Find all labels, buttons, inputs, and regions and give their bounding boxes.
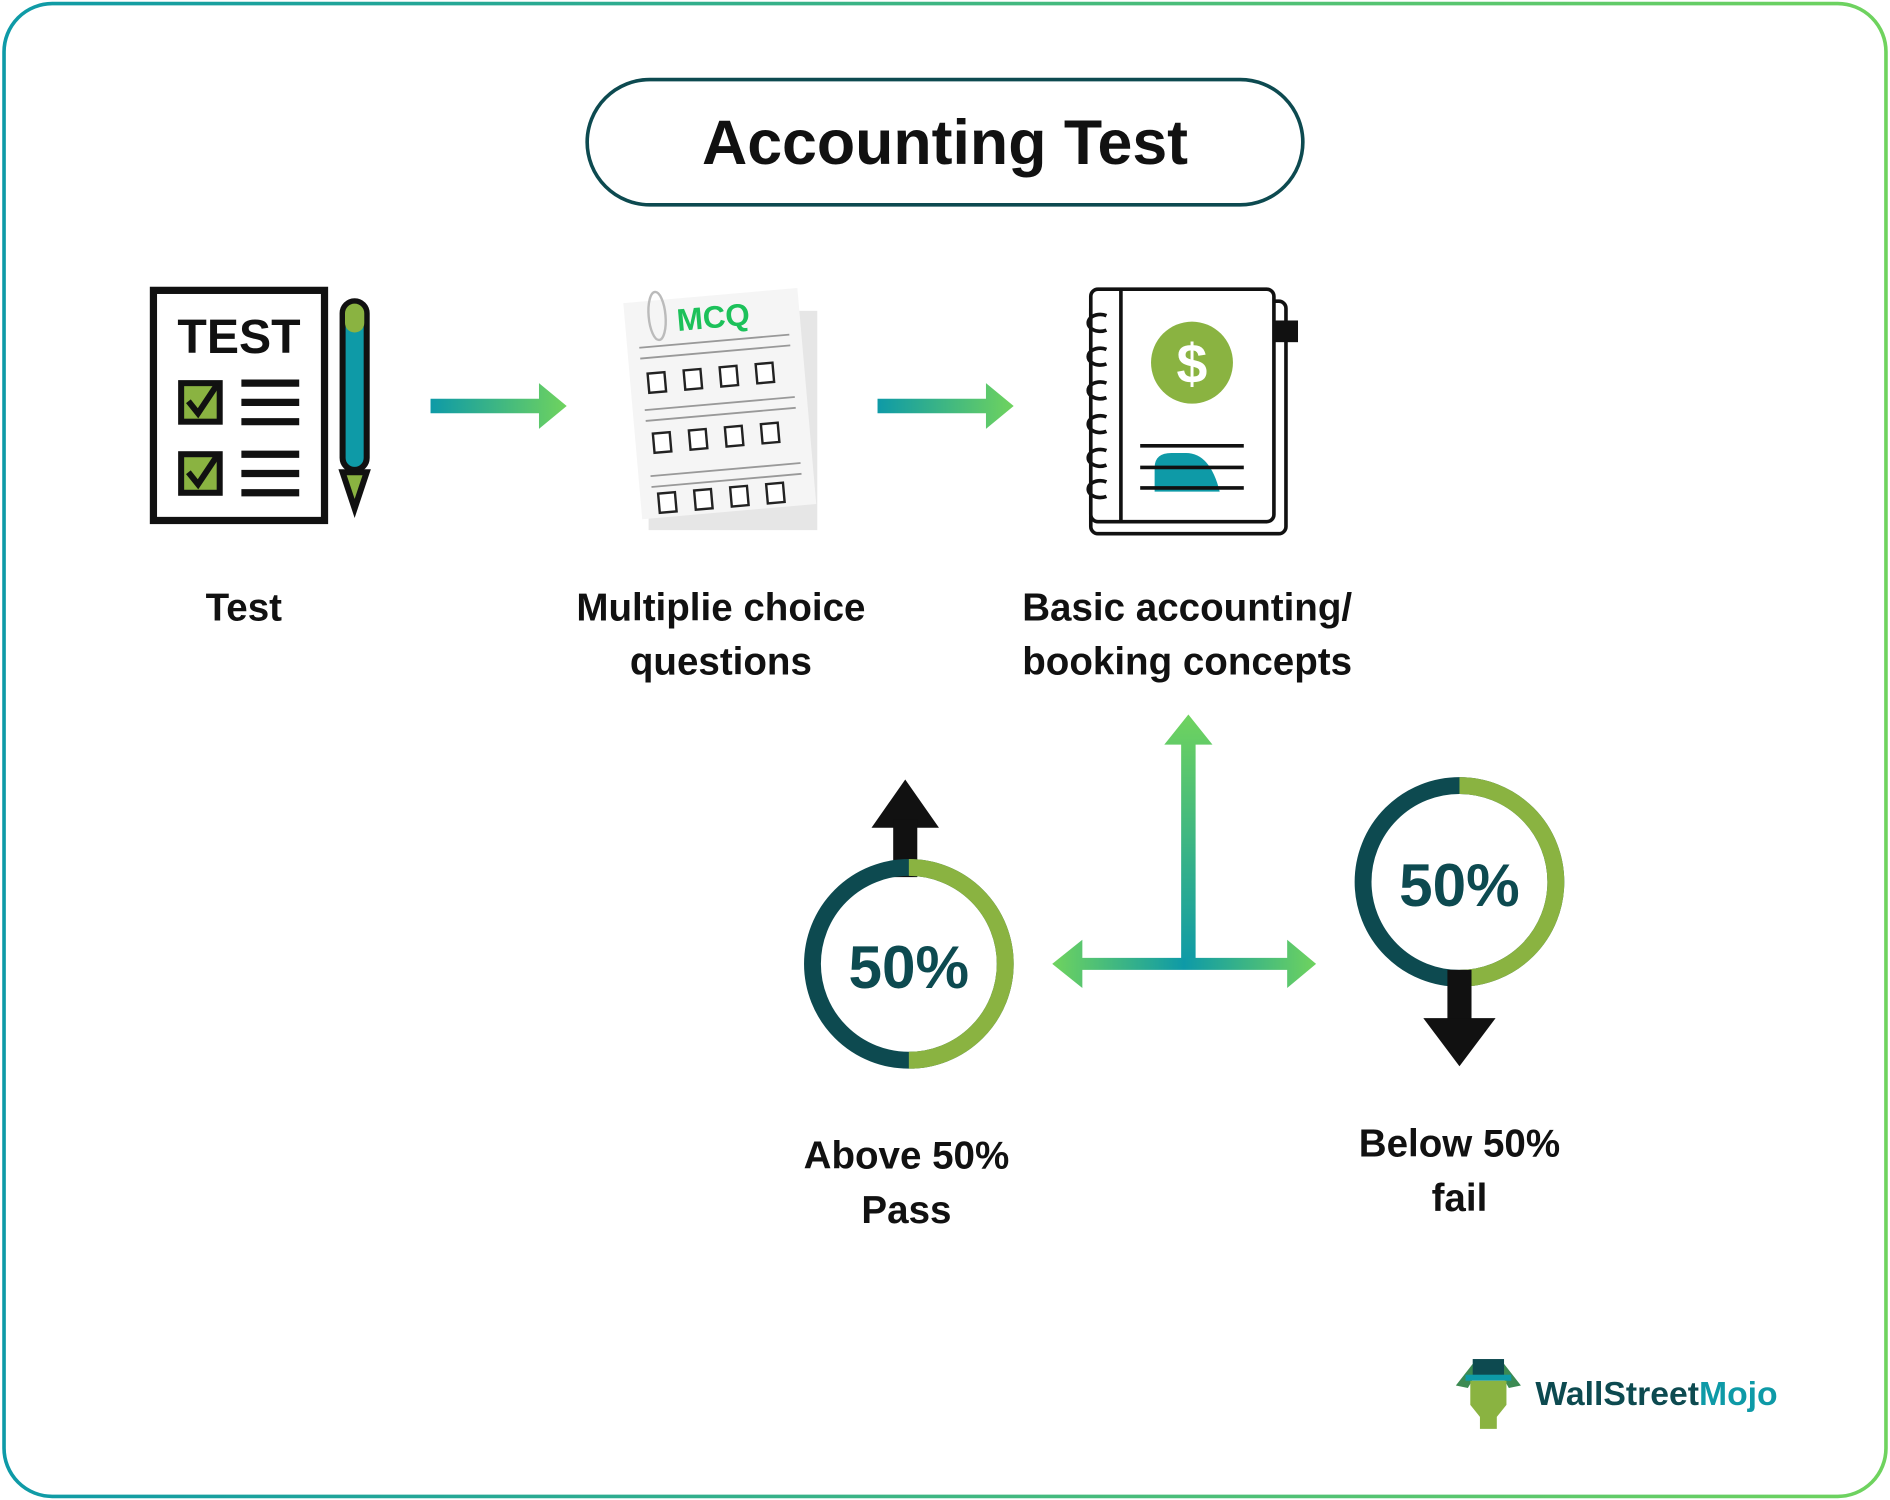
- fail-percent: 50%: [1399, 851, 1520, 919]
- svg-text:$: $: [1177, 333, 1208, 395]
- arrow-up-icon: [1164, 714, 1213, 964]
- pass-gauge: 50%: [804, 779, 1014, 1069]
- fail-gauge: 50%: [1354, 777, 1565, 1067]
- arrow-right-icon: [430, 383, 567, 429]
- test-sheet-icon: TEST: [149, 286, 371, 525]
- outcome-label-pass: Above 50%Pass: [804, 1135, 1010, 1232]
- mcq-sheet-icon: MCQ: [623, 287, 818, 531]
- wallstreetmojo-logo: WallStreetMojo: [1455, 1359, 1778, 1429]
- accounting-notebook-icon: $: [1086, 287, 1299, 536]
- svg-text:TEST: TEST: [177, 310, 300, 364]
- svg-text:WallStreetMojo: WallStreetMojo: [1535, 1375, 1777, 1413]
- arrow-left-right-icon: [1052, 939, 1317, 988]
- page-title: Accounting Test: [702, 108, 1188, 178]
- step-label-test: Test: [206, 586, 283, 629]
- title-pill: Accounting Test: [585, 77, 1305, 207]
- svg-text:MCQ: MCQ: [675, 297, 751, 338]
- step-label-accounting: Basic accounting/booking concepts: [1022, 586, 1352, 683]
- arrow-right-icon: [877, 383, 1014, 429]
- outcome-label-fail: Below 50%fail: [1359, 1123, 1560, 1220]
- pass-percent: 50%: [849, 933, 970, 1001]
